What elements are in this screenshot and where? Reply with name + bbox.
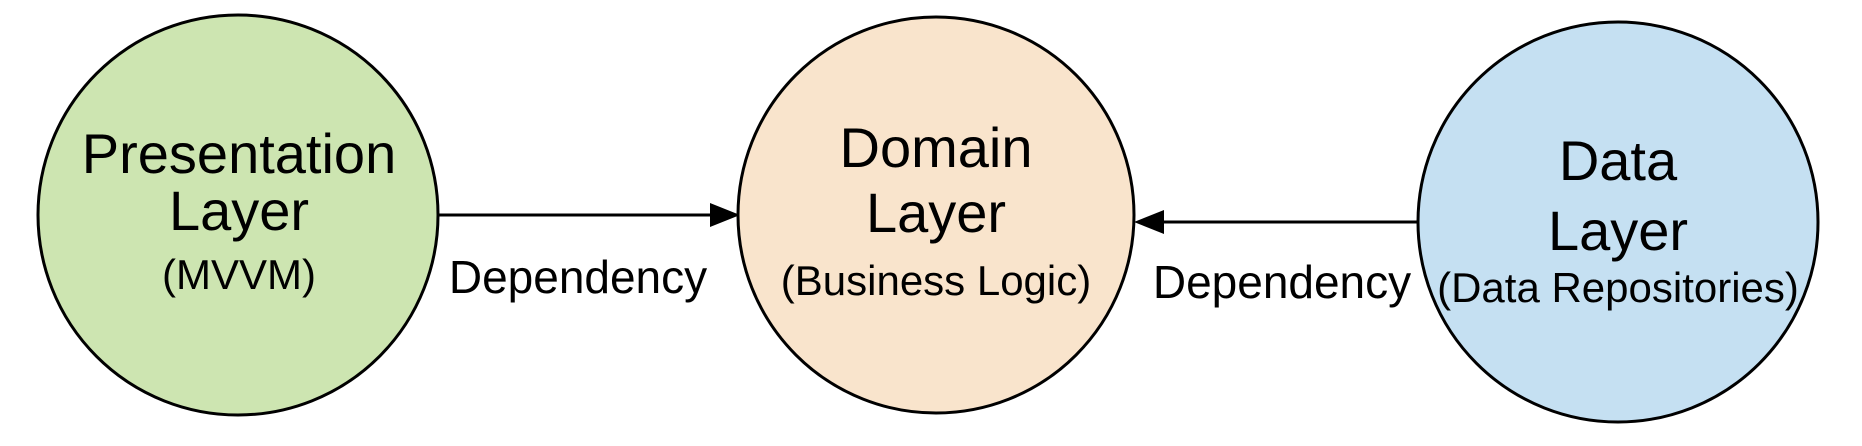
node-data-layer: Data Layer (Data Repositories): [1416, 20, 1820, 424]
arrowhead-right-icon: [710, 203, 740, 227]
data-layer-circle: [1416, 20, 1820, 424]
edge-presentation-to-domain: Dependency: [438, 203, 740, 303]
presentation-layer-sublabel: (MVVM): [162, 251, 316, 298]
presentation-layer-title-line1: Presentation: [82, 122, 396, 185]
domain-layer-title-line1: Domain: [840, 116, 1033, 179]
edge-data-to-domain: Dependency: [1134, 210, 1418, 308]
domain-layer-sublabel: (Business Logic): [781, 257, 1091, 304]
dependency-label-left: Dependency: [449, 251, 707, 303]
data-layer-sublabel: (Data Repositories): [1437, 264, 1799, 311]
dependency-label-right: Dependency: [1153, 256, 1411, 308]
data-layer-title-line2: Layer: [1548, 199, 1688, 262]
presentation-layer-title-line2: Layer: [169, 179, 309, 242]
domain-layer-circle: [736, 15, 1136, 415]
domain-layer-title-line2: Layer: [866, 181, 1006, 244]
data-layer-title-line1: Data: [1559, 129, 1678, 192]
node-domain-layer: Domain Layer (Business Logic): [736, 15, 1136, 415]
arrowhead-left-icon: [1134, 210, 1164, 234]
presentation-layer-circle: [36, 13, 440, 417]
node-presentation-layer: Presentation Layer (MVVM): [36, 13, 440, 417]
